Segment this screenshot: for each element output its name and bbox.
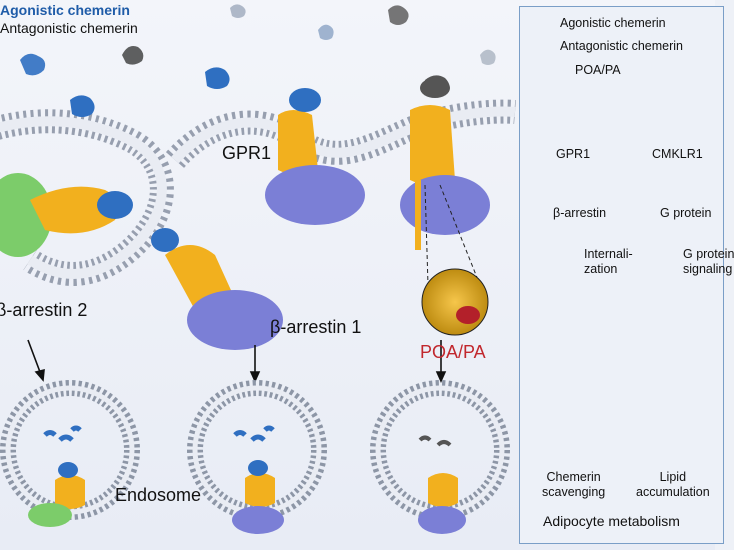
panel-arrestin: β-arrestin [553, 206, 607, 220]
panel-legend-antagonistic: Antagonistic chemerin [560, 39, 683, 53]
flow-arrows [27, 339, 447, 383]
chemerin-molecules [20, 4, 496, 117]
panel-receptor-cmklr1: CMKLR1 [652, 147, 703, 161]
panel-receptor-gpr1: GPR1 [556, 147, 591, 161]
panel-g-signaling: G protein signaling [683, 247, 734, 276]
label-poa-pa: POA/PA [420, 342, 486, 362]
label-gpr1: GPR1 [222, 143, 272, 163]
endosome-right [370, 380, 510, 534]
endosome-left [0, 380, 140, 527]
gpr1-antagonist-complex [400, 78, 490, 250]
panel-legend-poa: POA/PA [575, 63, 621, 77]
panel-lipid-accumulation: Lipid accumulation [636, 470, 710, 499]
endosome-middle [187, 380, 327, 534]
label-arrestin2: β-arrestin 2 [0, 300, 88, 320]
panel-legend-agonistic: Agonistic chemerin [560, 16, 666, 30]
plasma-membrane [0, 99, 516, 286]
label-endosome: Endosome [115, 485, 202, 505]
gpr1-arrestin2-complex [0, 173, 133, 257]
legend-agonistic: Agonistic chemerin [0, 2, 130, 18]
gpr1-arrestin1-tilted [151, 228, 283, 350]
poa-pa-zoom [421, 184, 489, 336]
panel-g-protein: G protein [660, 206, 712, 220]
panel-internalization: Internali- zation [584, 247, 633, 276]
adipocyte-panel [519, 6, 724, 544]
gpr1-arrestin1-upper [265, 88, 365, 225]
label-arrestin1: β-arrestin 1 [270, 317, 362, 337]
legend-antagonistic: Antagonistic chemerin [0, 20, 138, 36]
panel-footer: Adipocyte metabolism [543, 513, 680, 529]
panel-chemerin-scavenging: Chemerin scavenging [542, 470, 606, 499]
